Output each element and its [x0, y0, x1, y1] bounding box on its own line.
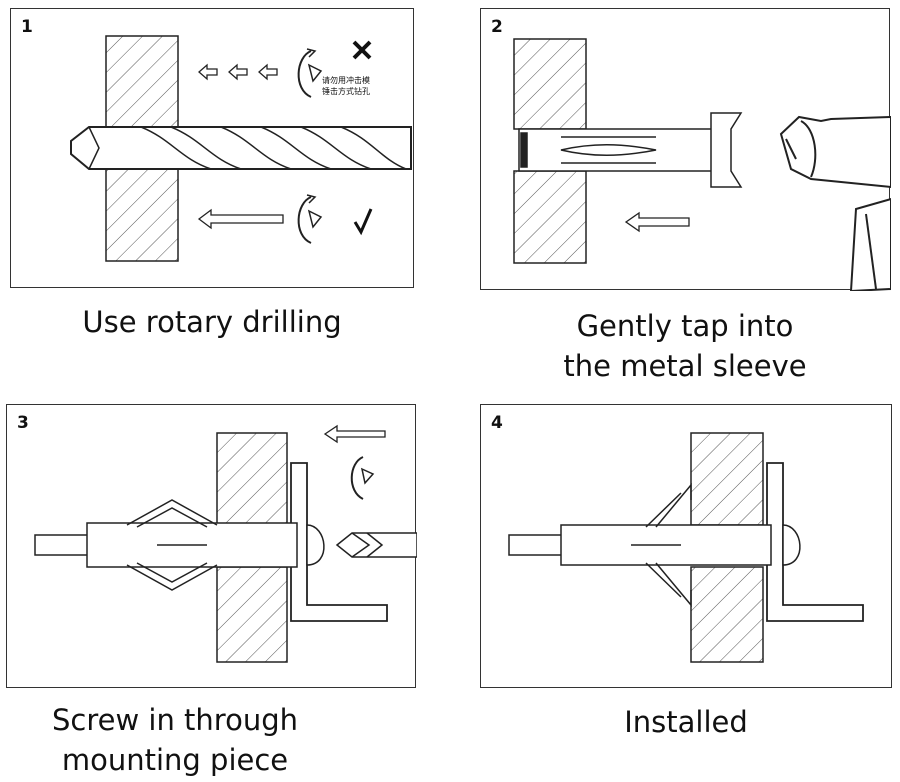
warning-note-line-1: 请勿用冲击模 [322, 76, 370, 85]
push-arrow [323, 424, 386, 444]
step-1-panel: 1 请勿用冲击 [10, 8, 414, 288]
hatched-wall-bottom [690, 566, 764, 663]
outline-arrows-top [198, 63, 278, 81]
rotation-arrow-icon [297, 48, 323, 98]
hatched-wall-bottom [105, 168, 179, 262]
drill-bit-icon [70, 126, 412, 170]
expansion-anchor-icon [508, 482, 801, 608]
step-2-caption-line-1: Gently tap into [576, 309, 794, 343]
step-1-illustration [70, 35, 412, 262]
expansion-anchor-icon [518, 112, 743, 188]
screwdriver-icon [335, 532, 417, 558]
hatched-wall-top [105, 35, 179, 129]
step-1-caption-line-1: Use rotary drilling [82, 305, 342, 339]
hatched-wall-top [690, 432, 764, 526]
step-2-caption: Gently tap into the metal sleeve [480, 306, 890, 386]
expansion-anchor-icon [34, 499, 325, 591]
hook-bracket-icon [290, 462, 388, 622]
hatched-wall-bottom [216, 566, 288, 663]
step-3-illustration [34, 424, 417, 663]
step-2-illustration [513, 38, 891, 291]
step-4-panel: 4 [480, 404, 892, 688]
hook-bracket-icon [766, 462, 864, 622]
step-2-panel: 2 [480, 8, 891, 291]
rotation-arrow-icon-2 [297, 194, 323, 244]
warning-note: 请勿用冲击模 锤击方式钻孔 [322, 75, 370, 97]
step-1-number: 1 [21, 17, 33, 37]
step-3-caption-line-2: mounting piece [61, 743, 289, 777]
step-3-caption-line-1: Screw in through [51, 703, 299, 737]
step-2-number: 2 [491, 17, 503, 37]
step-3-caption: Screw in through mounting piece [10, 700, 340, 780]
hatched-wall-bottom [513, 170, 587, 264]
step-3-panel: 3 [6, 404, 417, 688]
step-4-number: 4 [491, 413, 503, 433]
cross-mark-icon [352, 40, 372, 60]
warning-note-line-2: 锤击方式钻孔 [322, 87, 370, 96]
step-2-caption-line-2: the metal sleeve [563, 349, 807, 383]
hatched-wall-top [513, 38, 587, 130]
hammer-icon [779, 115, 891, 291]
step-1-caption: Use rotary drilling [10, 302, 414, 342]
tap-arrow [624, 211, 690, 233]
rotation-arrow-icon [350, 456, 375, 500]
step-4-caption: Installed [480, 702, 892, 742]
step-4-illustration [508, 432, 864, 663]
step-3-number: 3 [17, 413, 29, 433]
check-mark-icon [353, 208, 373, 236]
long-arrow-bottom [197, 208, 284, 230]
step-4-caption-line-1: Installed [624, 705, 748, 739]
hatched-wall-top [216, 432, 288, 526]
